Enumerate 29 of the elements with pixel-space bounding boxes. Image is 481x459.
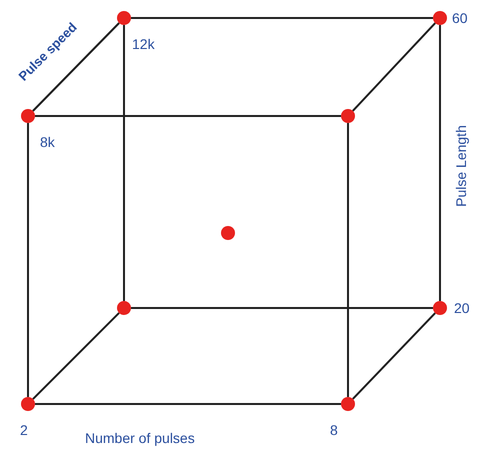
data-point <box>117 301 131 315</box>
data-point <box>341 109 355 123</box>
data-point <box>433 11 447 25</box>
axis-label: Pulse Length <box>452 125 469 207</box>
data-point <box>221 226 235 240</box>
cube-edge <box>131 17 433 19</box>
cube-edge <box>123 25 125 301</box>
cube-edge <box>131 307 433 309</box>
level-value: 20 <box>454 300 470 316</box>
level-value: 2 <box>20 422 28 438</box>
data-point <box>21 397 35 411</box>
cube-edge <box>352 312 436 400</box>
cube-edge <box>32 22 120 112</box>
level-value: 8k <box>40 134 55 150</box>
data-point <box>21 109 35 123</box>
cube-edge <box>35 403 341 405</box>
cube-edge <box>32 312 120 400</box>
level-value: 12k <box>132 36 155 52</box>
cube-edge <box>27 123 29 397</box>
data-point <box>341 397 355 411</box>
level-value: 8 <box>330 422 338 438</box>
data-point <box>117 11 131 25</box>
cube-edge <box>35 115 341 117</box>
axis-label: Number of pulses <box>85 430 195 446</box>
level-value: 60 <box>452 10 468 26</box>
cube-edge <box>352 22 436 112</box>
cube-edge <box>347 123 349 397</box>
cube-edge <box>439 25 441 301</box>
data-point <box>433 301 447 315</box>
